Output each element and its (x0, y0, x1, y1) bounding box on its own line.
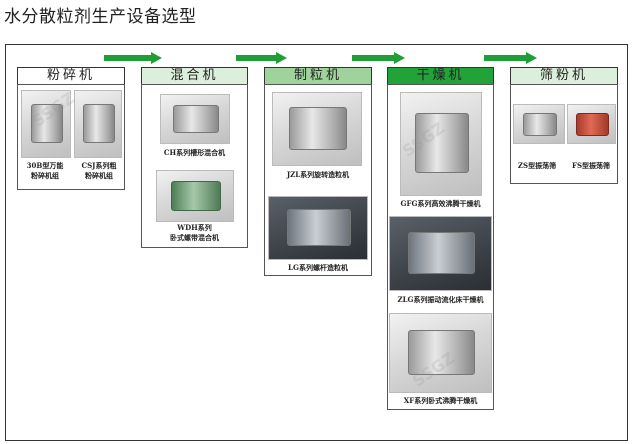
machine-image-jzl-granulator (272, 92, 362, 166)
stage-header-dryer: 干燥机 (387, 67, 494, 85)
machine-image-ch-mixer (160, 94, 230, 144)
machine-image-30b-crusher (21, 90, 71, 158)
machine-image-gfg-dryer (400, 92, 482, 196)
machine-image-zlg-dryer (389, 216, 492, 291)
machine-image-fs-sifter (567, 104, 616, 144)
machine-image-zs-sifter (513, 104, 565, 144)
flow-arrow-3 (352, 52, 405, 64)
flow-arrow-1 (104, 52, 162, 64)
machine-caption: LG系列螺杆造粒机 (288, 263, 348, 272)
stage-header-mixer: 混合机 (141, 67, 248, 85)
machine-caption: 30B型万能粉碎机组 (26, 161, 64, 180)
machine-caption: XF系列卧式沸腾干燥机 (403, 396, 478, 405)
machine-image-lg-granulator (268, 196, 368, 260)
stage-header-sifter: 筛粉机 (510, 67, 618, 85)
machine-image-csj-crusher (74, 90, 122, 158)
machine-caption: FS型振荡筛 (571, 161, 611, 170)
machine-caption: JZL系列旋转造粒机 (286, 170, 350, 179)
machine-caption: ZLG系列振动流化床干燥机 (397, 295, 484, 304)
stage-header-granulator: 制粒机 (264, 67, 372, 85)
machine-caption: WDH系列卧式螺带混合机 (170, 223, 219, 242)
machine-caption: ZS型振荡筛 (517, 161, 557, 170)
machine-image-xf-dryer (389, 313, 492, 393)
flow-arrow-4 (484, 52, 537, 64)
process-frame (5, 44, 628, 441)
machine-caption: GFG系列高效沸腾干燥机 (400, 199, 481, 208)
machine-image-wdh-mixer (156, 170, 234, 222)
machine-caption: CH系列槽形混合机 (163, 148, 226, 157)
flow-arrow-2 (236, 52, 287, 64)
stage-header-crusher: 粉碎机 (17, 67, 125, 85)
machine-caption: CSJ系列粗粉碎机组 (81, 161, 117, 180)
page-title: 水分散粒剂生产设备选型 (4, 7, 197, 27)
